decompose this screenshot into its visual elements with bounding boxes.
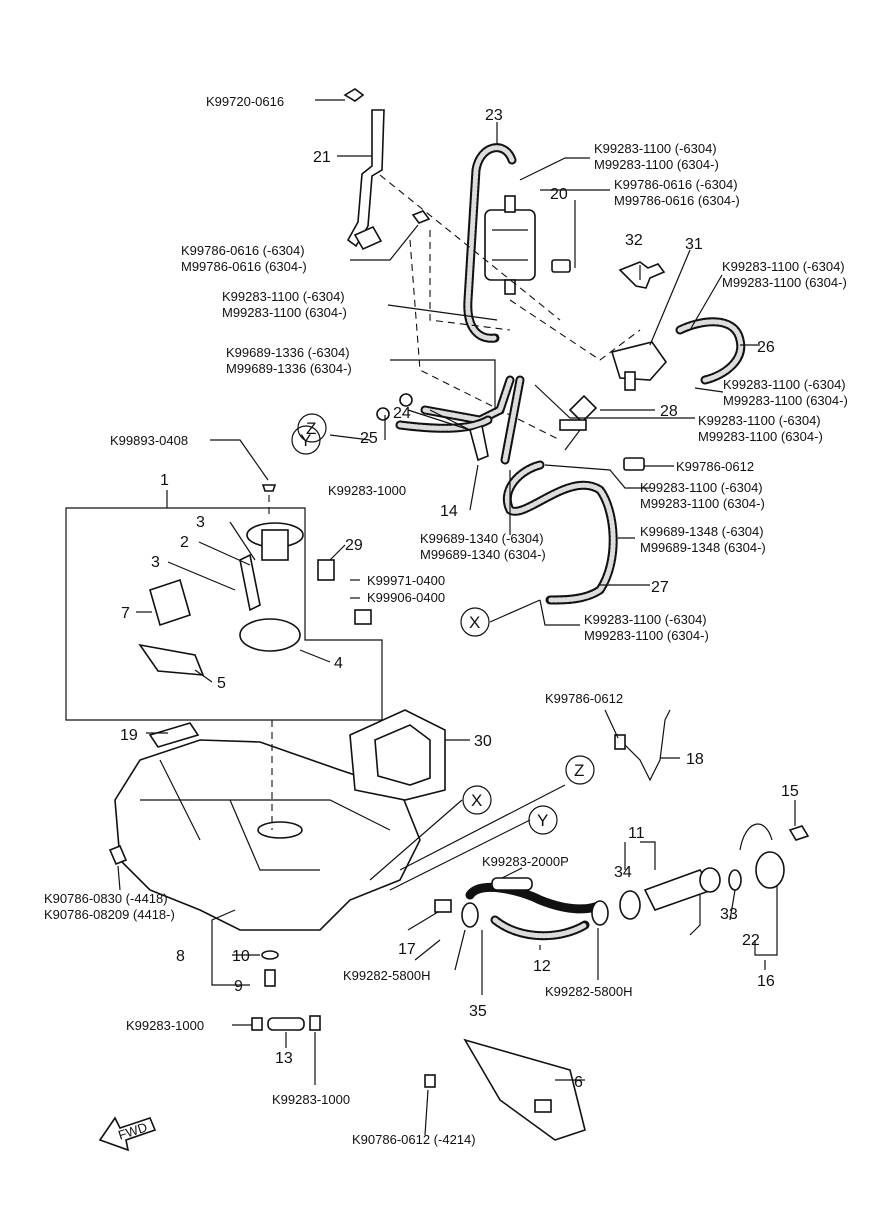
bracket-21 <box>343 88 431 251</box>
callout-3a: 3 <box>196 514 205 531</box>
part-number-labels: K99720-0616 K99283-1100 (-6304) M99283-1… <box>44 94 848 1147</box>
label-m99283-1100-a: M99283-1100 (6304-) <box>594 157 719 172</box>
label-k99283-1000-b: K99283-1000 <box>126 1018 204 1033</box>
callout-32: 32 <box>625 232 643 249</box>
label-k99786-0616-a: K99786-0616 (-6304) <box>614 177 738 192</box>
label-k99786-0612-b: K99786-0612 <box>545 691 623 706</box>
label-k99283-1100-g: K99283-1100 (-6304) <box>584 612 707 627</box>
label-m99283-1100-f: M99283-1100 (6304-) <box>640 496 765 511</box>
callout-31: 31 <box>685 236 703 253</box>
label-k99282-5800h-b: K99282-5800H <box>545 984 632 999</box>
label-k99283-1100-c: K99283-1100 (-6304) <box>222 289 345 304</box>
label-k99283-1100-e: K99283-1100 (-6304) <box>698 413 821 428</box>
callout-29: 29 <box>345 537 363 554</box>
callout-16: 16 <box>757 973 775 990</box>
label-k99893-0408: K99893-0408 <box>110 433 188 448</box>
callout-23: 23 <box>485 107 503 124</box>
callout-7: 7 <box>121 605 130 622</box>
vent-valve-31 <box>610 261 668 391</box>
marker-x-bottom: X <box>471 791 482 810</box>
leader-lines <box>117 99 796 1136</box>
fuel-pump-assembly-box <box>65 507 383 721</box>
callout-22: 22 <box>742 932 760 949</box>
callout-3b: 3 <box>151 554 160 571</box>
canister-30 <box>349 709 446 801</box>
label-m99283-1100-c: M99283-1100 (6304-) <box>222 305 347 320</box>
callout-5: 5 <box>217 675 226 692</box>
label-k99282-5800h-a: K99282-5800H <box>343 968 430 983</box>
callout-11: 11 <box>628 825 645 842</box>
callout-27: 27 <box>651 579 669 596</box>
fuel-tank <box>114 722 421 931</box>
label-k99689-1348: K99689-1348 (-6304) <box>640 524 764 539</box>
callout-34: 34 <box>614 864 632 881</box>
label-m99283-1100-b: M99283-1100 (6304-) <box>722 275 847 290</box>
fuel-filter-20 <box>484 195 571 295</box>
callout-15: 15 <box>781 783 799 800</box>
callout-19: 19 <box>120 727 138 744</box>
callout-9: 9 <box>234 978 243 995</box>
label-k99689-1336: K99689-1336 (-6304) <box>226 345 350 360</box>
label-m99283-1100-e: M99283-1100 (6304-) <box>698 429 823 444</box>
label-m99689-1336: M99689-1336 (6304-) <box>226 361 352 376</box>
label-k99720-0616: K99720-0616 <box>206 94 284 109</box>
callout-2: 2 <box>180 534 189 551</box>
callout-33: 33 <box>720 906 738 923</box>
marker-x-top: X <box>469 613 480 632</box>
callout-24: 24 <box>393 405 411 422</box>
sender-28 <box>559 394 645 471</box>
callout-13: 13 <box>275 1050 293 1067</box>
label-m99786-0616-a: M99786-0616 (6304-) <box>614 193 740 208</box>
callout-30: 30 <box>474 733 492 750</box>
label-k99283-1100-d: K99283-1100 (-6304) <box>723 377 846 392</box>
callout-18: 18 <box>686 751 704 768</box>
marker-z-bottom: Z <box>574 761 584 780</box>
label-k99971-0400: K99971-0400 <box>367 573 445 588</box>
fwd-label: FWD <box>116 1119 149 1142</box>
callout-26: 26 <box>757 339 775 356</box>
callout-1: 1 <box>160 472 169 489</box>
label-m99689-1340: M99689-1340 (6304-) <box>420 547 546 562</box>
marker-z-top: Z <box>306 419 316 438</box>
callout-35: 35 <box>469 1003 487 1020</box>
label-k99283-1000-a: K99283-1000 <box>328 483 406 498</box>
label-k90786-08209: K90786-08209 (4418-) <box>44 907 175 922</box>
callout-6: 6 <box>574 1074 583 1091</box>
label-k99689-1340: K99689-1340 (-6304) <box>420 531 544 546</box>
callout-17: 17 <box>398 941 416 958</box>
label-k99283-2000p: K99283-2000P <box>482 854 569 869</box>
label-k99906-0400: K99906-0400 <box>367 590 445 605</box>
label-k99786-0612: K99786-0612 <box>676 459 754 474</box>
callout-28: 28 <box>660 403 678 420</box>
label-k99283-1100-f: K99283-1100 (-6304) <box>640 480 763 495</box>
label-m99283-1100-d: M99283-1100 (6304-) <box>723 393 848 408</box>
label-m99689-1348: M99689-1348 (6304-) <box>640 540 766 555</box>
label-k99283-1100-b: K99283-1100 (-6304) <box>722 259 845 274</box>
callout-14: 14 <box>440 503 458 520</box>
label-m99283-1100-g: M99283-1100 (6304-) <box>584 628 709 643</box>
label-k90786-0612: K90786-0612 (-4214) <box>352 1132 476 1147</box>
label-k99786-0616-b: K99786-0616 (-6304) <box>181 243 305 258</box>
callout-21: 21 <box>313 149 331 166</box>
callout-numbers: 1 2 3 3 4 5 6 7 8 9 10 11 12 13 14 15 16… <box>120 107 799 1091</box>
callout-25: 25 <box>360 430 378 447</box>
callout-4: 4 <box>334 655 343 672</box>
label-k99283-1100-a: K99283-1100 (-6304) <box>594 141 717 156</box>
callout-10: 10 <box>232 948 250 965</box>
callout-20: 20 <box>550 186 568 203</box>
fwd-arrow <box>98 1116 157 1152</box>
callout-12: 12 <box>533 958 551 975</box>
label-k99283-1000-c: K99283-1000 <box>272 1092 350 1107</box>
label-m99786-0616-b: M99786-0616 (6304-) <box>181 259 307 274</box>
callout-8: 8 <box>176 948 185 965</box>
label-k90786-0830: K90786-0830 (-4418) <box>44 891 168 906</box>
marker-y-bottom: Y <box>537 811 548 830</box>
reference-markers: Z Y X Z X Y <box>291 413 595 835</box>
marker-y-top: Y <box>300 431 311 450</box>
